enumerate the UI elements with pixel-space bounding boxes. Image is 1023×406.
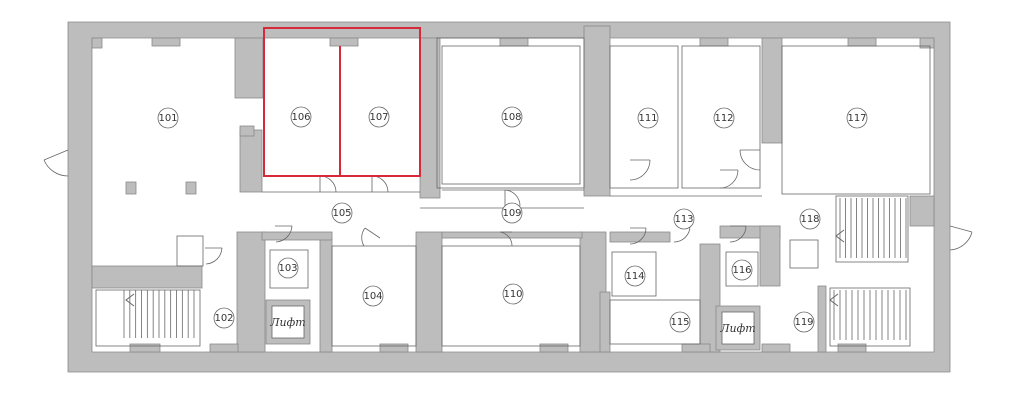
room-102[interactable]: 102 (213, 307, 235, 329)
room-117-number: 117 (847, 113, 866, 124)
room-103-number: 103 (278, 263, 297, 274)
room-115-number: 115 (670, 317, 689, 328)
door-110 (499, 231, 513, 247)
highlight-frame (263, 27, 421, 177)
room-104-number: 104 (363, 291, 382, 302)
room-119-number: 119 (794, 317, 813, 328)
wall-piers (91, 37, 935, 353)
room-111[interactable]: 111 (637, 107, 659, 129)
door-102 (205, 247, 223, 265)
room-111-number: 111 (638, 113, 657, 124)
room-105-number: 105 (332, 208, 351, 219)
room-110[interactable]: 110 (502, 283, 524, 305)
stair-arrow-icon (835, 229, 845, 243)
door-103 (275, 225, 293, 243)
door-112 (719, 169, 739, 189)
room-labels: 101 102 103 104 105 106 107 108 109 110 … (157, 106, 868, 333)
lift-1: Лифт (265, 299, 311, 345)
room-109-number: 109 (502, 208, 521, 219)
door-108 (504, 189, 521, 207)
room-109[interactable]: 109 (501, 202, 523, 224)
room-112-number: 112 (714, 113, 733, 124)
doors (43, 149, 973, 265)
room-101[interactable]: 101 (157, 107, 179, 129)
stair-arrow-icon (125, 293, 135, 307)
stairs-right-bottom (829, 290, 907, 340)
room-114[interactable]: 114 (624, 265, 646, 287)
door-106 (319, 175, 337, 193)
door-114 (629, 227, 647, 245)
room-106-number: 106 (291, 112, 310, 123)
room-114-number: 114 (625, 271, 644, 282)
room-106[interactable]: 106 (290, 106, 312, 128)
room-118[interactable]: 118 (799, 208, 821, 230)
partitions (95, 37, 931, 347)
lift-2: Лифт (715, 305, 761, 351)
lift-1-label: Лифт (269, 316, 305, 329)
door-107 (371, 175, 389, 193)
door-117 (739, 149, 761, 171)
room-104[interactable]: 104 (362, 285, 384, 307)
room-105[interactable]: 105 (331, 202, 353, 224)
room-108-number: 108 (502, 112, 521, 123)
room-116-number: 116 (732, 265, 751, 276)
room-102-number: 102 (214, 313, 233, 324)
room-115[interactable]: 115 (669, 311, 691, 333)
room-117[interactable]: 117 (846, 107, 868, 129)
room-118-number: 118 (800, 214, 819, 225)
room-107-number: 107 (369, 112, 388, 123)
door-104 (361, 227, 381, 247)
lift-2-label: Лифт (719, 322, 755, 335)
outer-wall (67, 21, 951, 373)
stairs-right-top (835, 198, 907, 258)
room-113-number: 113 (674, 214, 693, 225)
door-111 (629, 159, 651, 181)
room-116[interactable]: 116 (731, 259, 753, 281)
room-112[interactable]: 112 (713, 107, 735, 129)
room-107[interactable]: 107 (368, 106, 390, 128)
room-119[interactable]: 119 (793, 311, 815, 333)
room-113[interactable]: 113 (673, 208, 695, 230)
stair-arrow-icon (829, 293, 839, 307)
door-entrance-right (949, 225, 973, 251)
stairs-left (123, 290, 195, 338)
room-103[interactable]: 103 (277, 257, 299, 279)
room-108[interactable]: 108 (501, 106, 523, 128)
room-101-number: 101 (158, 113, 177, 124)
door-entrance-left (43, 149, 69, 177)
door-116 (729, 225, 747, 243)
room-110-number: 110 (503, 289, 522, 300)
